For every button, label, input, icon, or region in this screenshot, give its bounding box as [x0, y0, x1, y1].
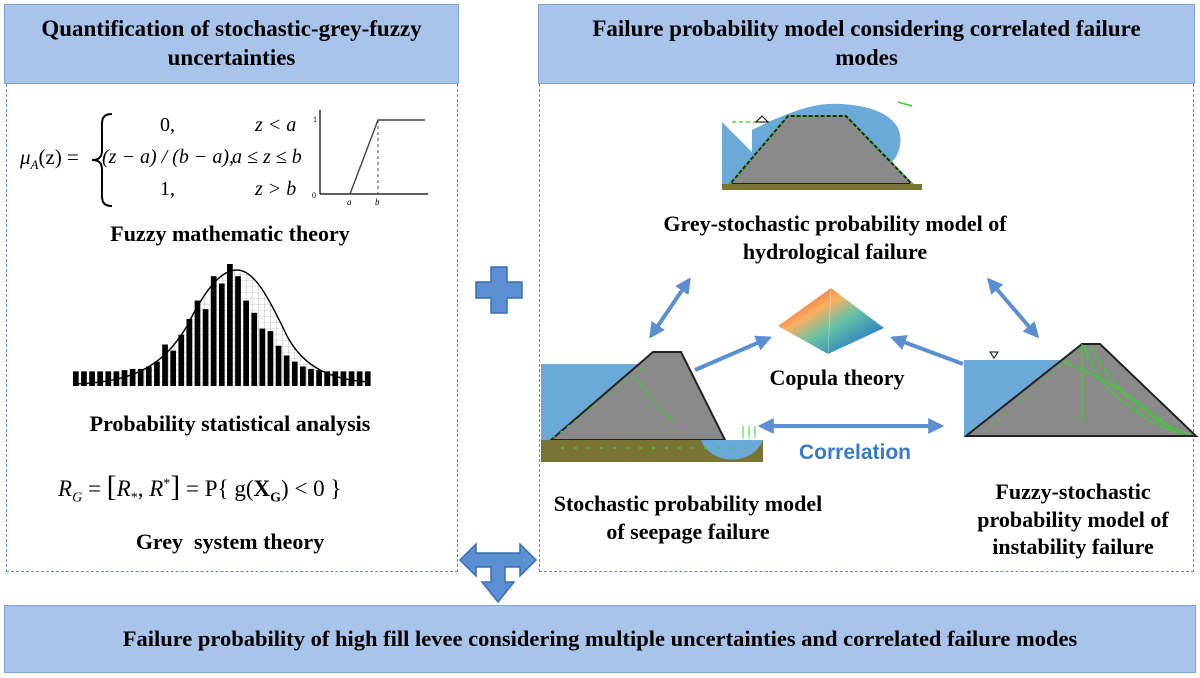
histogram-bars: [73, 264, 371, 386]
copula-surface-icon: [778, 287, 884, 355]
histogram-bar: [243, 300, 249, 386]
histogram-bar: [259, 328, 266, 386]
phreatic-line: [635, 377, 674, 421]
histogram-bar: [235, 276, 241, 386]
histogram-bar: [186, 318, 193, 386]
flow-arrow: [897, 101, 913, 107]
histogram-bar: [308, 368, 314, 386]
histogram-bar: [300, 366, 306, 386]
case1-condition: z < a: [255, 114, 297, 136]
hydrological-levee-figure: [722, 101, 922, 190]
merge-arrow-icon: [458, 542, 538, 604]
histogram-bar: [283, 355, 290, 386]
seepage-outflow: [701, 440, 763, 460]
histogram-bar: [210, 276, 217, 386]
grey-interval-formula: RG = [R*, R*] = P{ g(XG) < 0 }: [58, 470, 342, 506]
slip-surface-2: [1089, 345, 1191, 435]
histogram-bar: [348, 371, 355, 386]
histogram-bar: [137, 368, 144, 386]
case3-value: 1,: [160, 178, 175, 200]
instability-model-caption: Fuzzy-stochastic probability model of in…: [977, 479, 1169, 559]
seepage-line: [552, 369, 642, 439]
histogram-bar: [89, 371, 95, 386]
seepage-levee-figure: [541, 351, 763, 462]
foundation: [722, 184, 922, 190]
histogram-bar: [162, 344, 168, 386]
right-panel-frame: [539, 84, 1194, 572]
histogram-bar: [170, 350, 177, 386]
plot-a-label: a: [347, 197, 352, 207]
correlation-arrows: [649, 277, 1040, 434]
left-panel-title: Quantification of stochastic-grey-fuzzy …: [4, 4, 459, 84]
histogram-bar: [121, 370, 128, 386]
histogram-bar: [129, 368, 136, 386]
membership-lhs: μA(z) =: [20, 145, 79, 173]
fuzzy-theory-caption: Fuzzy mathematic theory: [110, 221, 350, 246]
case1-value: 0,: [160, 114, 175, 136]
overtopping-water: [752, 103, 901, 162]
case3-condition: z > b: [255, 178, 297, 200]
grey-theory-caption: Grey system theory: [135, 529, 325, 554]
histogram-bar: [275, 345, 282, 386]
case2-condition: a ≤ z ≤ b: [232, 146, 302, 168]
probability-analysis-caption: Probability statistical analysis: [89, 411, 371, 436]
histogram-bar: [332, 371, 339, 386]
left-panel-frame: [6, 84, 458, 572]
hydro-seepage-arrow: [649, 277, 691, 339]
histogram-bar: [267, 331, 274, 386]
instability-to-copula-arrow: [890, 334, 964, 366]
histogram-bar: [227, 264, 233, 386]
histogram-bar: [324, 371, 331, 386]
histogram-bar: [97, 371, 104, 386]
copula-theory-caption: Copula theory: [769, 365, 905, 390]
histogram-bar: [105, 371, 112, 386]
slip-surface-1: [1083, 345, 1183, 435]
histogram-bar: [73, 371, 79, 386]
histogram-bar: [178, 334, 185, 386]
hydro-instability-arrow: [986, 277, 1040, 339]
seepage-to-copula-arrow: [694, 335, 772, 372]
seepage-exit-arrows: [742, 426, 756, 438]
histogram-bar: [316, 370, 322, 386]
plot-origin-label: 0: [312, 191, 316, 200]
plus-icon: [475, 266, 523, 314]
normal-density-curve: [73, 269, 371, 385]
membership-plot: 0 1 a b: [312, 110, 428, 207]
seepage-model-caption: Stochastic probability model of seepage …: [553, 491, 823, 544]
histogram-bar: [251, 312, 258, 386]
instability-water-marker: [989, 351, 999, 359]
histogram-bar: [364, 371, 371, 386]
histogram-bar: [145, 366, 152, 386]
histogram-bar: [202, 309, 209, 386]
plot-b-label: b: [375, 197, 380, 207]
histogram-bar: [218, 283, 225, 386]
instability-levee-figure: [963, 343, 1199, 437]
water-level-marker: [754, 115, 770, 123]
histogram-bar: [154, 361, 160, 386]
histogram-bar: [291, 361, 298, 386]
histogram-bar: [194, 300, 201, 386]
slip-surface-3: [1063, 361, 1175, 433]
curly-brace: [91, 113, 113, 207]
correlation-label: Correlation: [798, 441, 911, 464]
probability-histogram: [73, 264, 371, 386]
right-panel-title: Failure probability model considering co…: [538, 4, 1195, 84]
histogram-bar: [81, 371, 87, 386]
hydrological-model-caption: Grey-stochastic probability model of hyd…: [663, 211, 1007, 264]
bottom-conclusion-box: Failure probability of high fill levee c…: [4, 605, 1196, 673]
copula-surface: [778, 288, 884, 354]
plot-y-tick-label: 1: [313, 115, 317, 124]
membership-curve: [349, 119, 425, 195]
case2-value: (z − a) / (b − a),: [102, 146, 234, 168]
histogram-bar: [356, 371, 363, 386]
